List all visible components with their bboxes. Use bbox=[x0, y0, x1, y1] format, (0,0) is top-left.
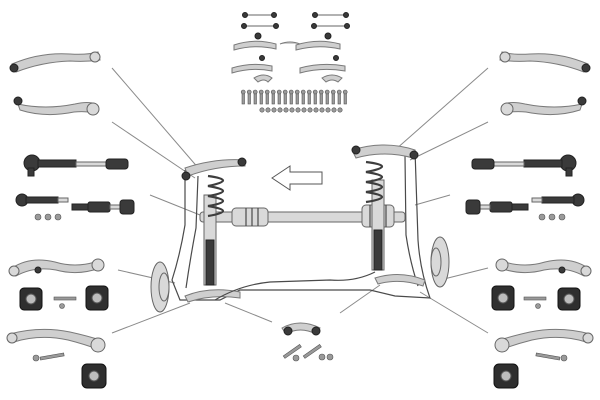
bolt-head bbox=[264, 89, 270, 95]
nut bbox=[307, 107, 313, 113]
bolt-head bbox=[258, 89, 264, 95]
axle-assembly bbox=[150, 144, 450, 313]
bolt-head bbox=[270, 89, 276, 95]
left-guide-arm-bushing bbox=[81, 363, 107, 389]
right-arm-bushings bbox=[491, 285, 581, 311]
bolt-head bbox=[288, 89, 294, 95]
right-inner-tie-rod-set bbox=[465, 193, 585, 221]
nut bbox=[301, 107, 307, 113]
bolt-head bbox=[306, 89, 312, 95]
nut bbox=[271, 107, 277, 113]
bolt-head bbox=[294, 89, 300, 95]
bolt-head bbox=[276, 89, 282, 95]
bolt-head bbox=[282, 89, 288, 95]
bolt-head bbox=[312, 89, 318, 95]
left-inner-tie-rod-set bbox=[15, 193, 135, 221]
stabilizer-link-with-bolts bbox=[281, 322, 334, 362]
right-tie-rod-assembly bbox=[471, 154, 577, 177]
right-brake-disc bbox=[430, 236, 450, 288]
nut bbox=[259, 107, 265, 113]
left-tie-rod-assembly bbox=[23, 154, 129, 177]
bolt-head bbox=[324, 89, 330, 95]
bolt-head bbox=[240, 89, 246, 95]
left-lower-control-arm bbox=[8, 258, 105, 277]
small-upper-arms bbox=[231, 32, 346, 83]
nut bbox=[337, 107, 343, 113]
bolt-head bbox=[336, 89, 342, 95]
right-upper-control-arm-front bbox=[499, 51, 591, 73]
right-guide-arm-bushing bbox=[493, 363, 519, 389]
nut bbox=[277, 107, 283, 113]
bolt-head bbox=[330, 89, 336, 95]
top-parts-cluster bbox=[231, 12, 350, 113]
nut bbox=[283, 107, 289, 113]
right-lower-guide-arm bbox=[494, 328, 594, 362]
nut bbox=[313, 107, 319, 113]
nut bbox=[295, 107, 301, 113]
bolt-head bbox=[252, 89, 258, 95]
right-lower-control-arm bbox=[495, 258, 592, 277]
left-parts-column bbox=[6, 51, 135, 389]
nut bbox=[325, 107, 331, 113]
bolt-head bbox=[342, 89, 348, 95]
left-upper-control-arm-front bbox=[9, 51, 101, 73]
right-strut-assembly bbox=[351, 144, 419, 271]
right-upper-control-arm-rear bbox=[500, 96, 587, 116]
nut bbox=[331, 107, 337, 113]
left-brake-disc bbox=[150, 261, 170, 313]
bolt-head bbox=[318, 89, 324, 95]
nut bbox=[289, 107, 295, 113]
bolt-kit bbox=[240, 89, 348, 113]
bolt-head bbox=[246, 89, 252, 95]
nut bbox=[319, 107, 325, 113]
right-parts-column bbox=[465, 51, 594, 389]
nut bbox=[265, 107, 271, 113]
left-lower-guide-arm bbox=[6, 328, 106, 362]
leader-lines bbox=[111, 67, 489, 334]
stabilizer-links bbox=[241, 12, 350, 29]
direction-arrow-icon bbox=[271, 165, 323, 191]
bolt-head bbox=[300, 89, 306, 95]
left-upper-control-arm-rear bbox=[13, 96, 100, 116]
left-arm-bushings bbox=[19, 285, 109, 311]
left-strut-assembly bbox=[181, 157, 247, 286]
